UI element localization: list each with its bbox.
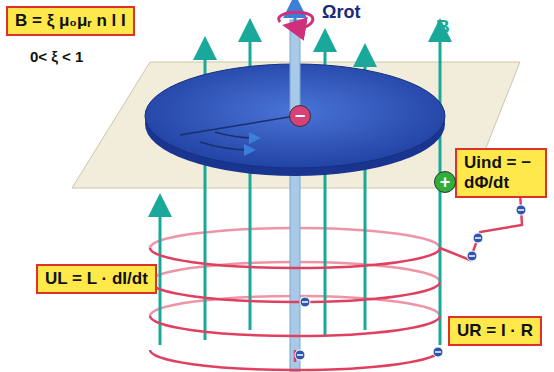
charge-circle: + <box>434 171 456 193</box>
formula-box: UR = I · R <box>448 316 542 346</box>
formula-text: − <box>295 106 306 127</box>
formula-text: B = ξ μ₀μᵣ n l I <box>15 11 126 31</box>
formula-box: UL = L · dI/dt <box>36 264 157 294</box>
formula-text: Uind = − dΦ/dt <box>464 153 538 193</box>
charge-circle: − <box>289 105 311 127</box>
rotation-label: Ωrot <box>322 2 360 23</box>
formula-box: B = ξ μ₀μᵣ n l I <box>6 6 135 36</box>
range-note: 0< ξ < 1 <box>30 48 83 65</box>
formula-text: UR = I · R <box>457 321 533 341</box>
field-label: B <box>436 16 450 38</box>
formula-text: UL = L · dI/dt <box>45 269 148 289</box>
formula-text: + <box>440 172 451 193</box>
formula-box: Uind = − dΦ/dt <box>455 148 547 198</box>
